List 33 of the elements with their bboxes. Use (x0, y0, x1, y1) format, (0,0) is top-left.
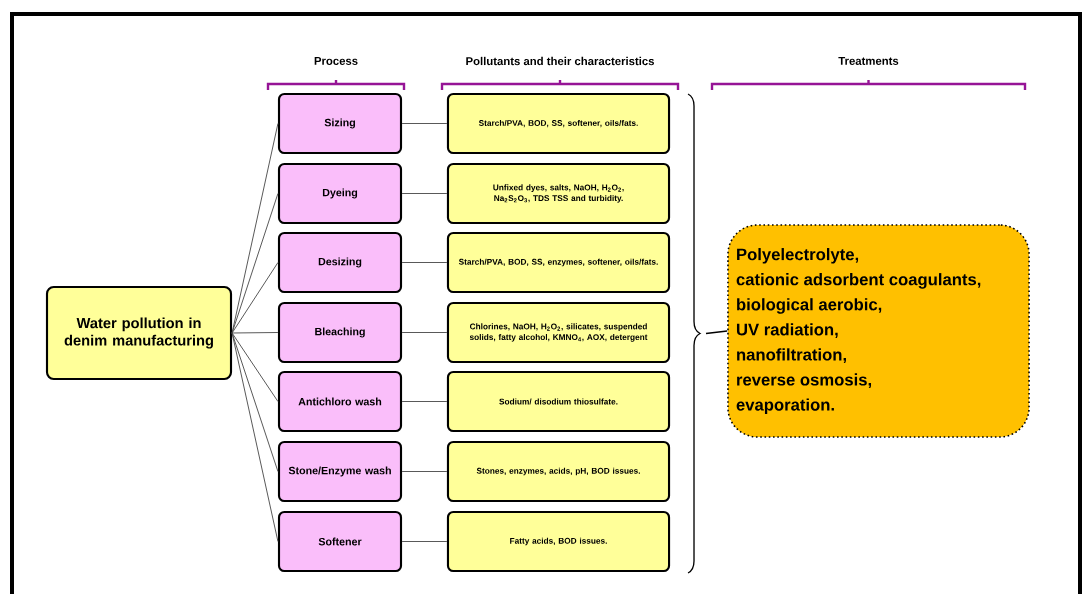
process-box: Sizing (277, 92, 403, 155)
connector (231, 262, 279, 334)
treatment-box: Polyelectrolyte, cationic adsorbent coagulants, biological aerobic, UV radiation, nanofiltration, reverse osmosis, evaporation. (727, 224, 1030, 438)
column-heading: Treatments (838, 57, 899, 65)
root-box: Water pollution in denim manufacturing (45, 285, 233, 381)
pollutant-box: Stones, enzymes, acids, pH, BOD issues. (446, 440, 671, 503)
pollutant-box: Unfixed dyes, salts, NaOH, H$_{2}$O$_{2}$, Na$_{2}$S$_{2}$O$_{3}$, TDS TSS and turbidity. (446, 162, 671, 225)
pollutant-box: Chlorines, NaOH, H$_{2}$O$_{2}$, silicates, suspended solids, fatty alcohol, KMNO$_{4}$, AOX, detergent (446, 301, 671, 364)
connector (401, 541, 448, 542)
connector (231, 123, 279, 334)
connector (401, 401, 448, 402)
pollutant-box: Starch/PVA, BOD, SS, enzymes, softener, oils/fats. (446, 231, 671, 294)
connector (401, 123, 448, 124)
connector (231, 193, 279, 334)
process-box: Softener (277, 510, 403, 573)
connector (401, 262, 448, 263)
connector (231, 332, 279, 334)
process-box: Stone/Enzyme wash (277, 440, 403, 503)
process-box: Bleaching (277, 301, 403, 364)
process-box: Antichloro wash (277, 370, 403, 433)
pollutant-box: Fatty acids, BOD issues. (446, 510, 671, 573)
process-box: Desizing (277, 231, 403, 294)
process-box: Dyeing (277, 162, 403, 225)
connector (231, 332, 279, 472)
connector (231, 332, 279, 402)
pollutant-box: Starch/PVA, BOD, SS, softener, oils/fats. (446, 92, 671, 155)
pollutant-box: Sodium/ disodium thiosulfate. (446, 370, 671, 433)
connector (401, 332, 448, 333)
connector (401, 471, 448, 472)
connector (401, 193, 448, 194)
connector (231, 332, 279, 542)
column-heading: Process (314, 57, 358, 65)
column-heading: Pollutants and their characteristics (466, 56, 654, 66)
